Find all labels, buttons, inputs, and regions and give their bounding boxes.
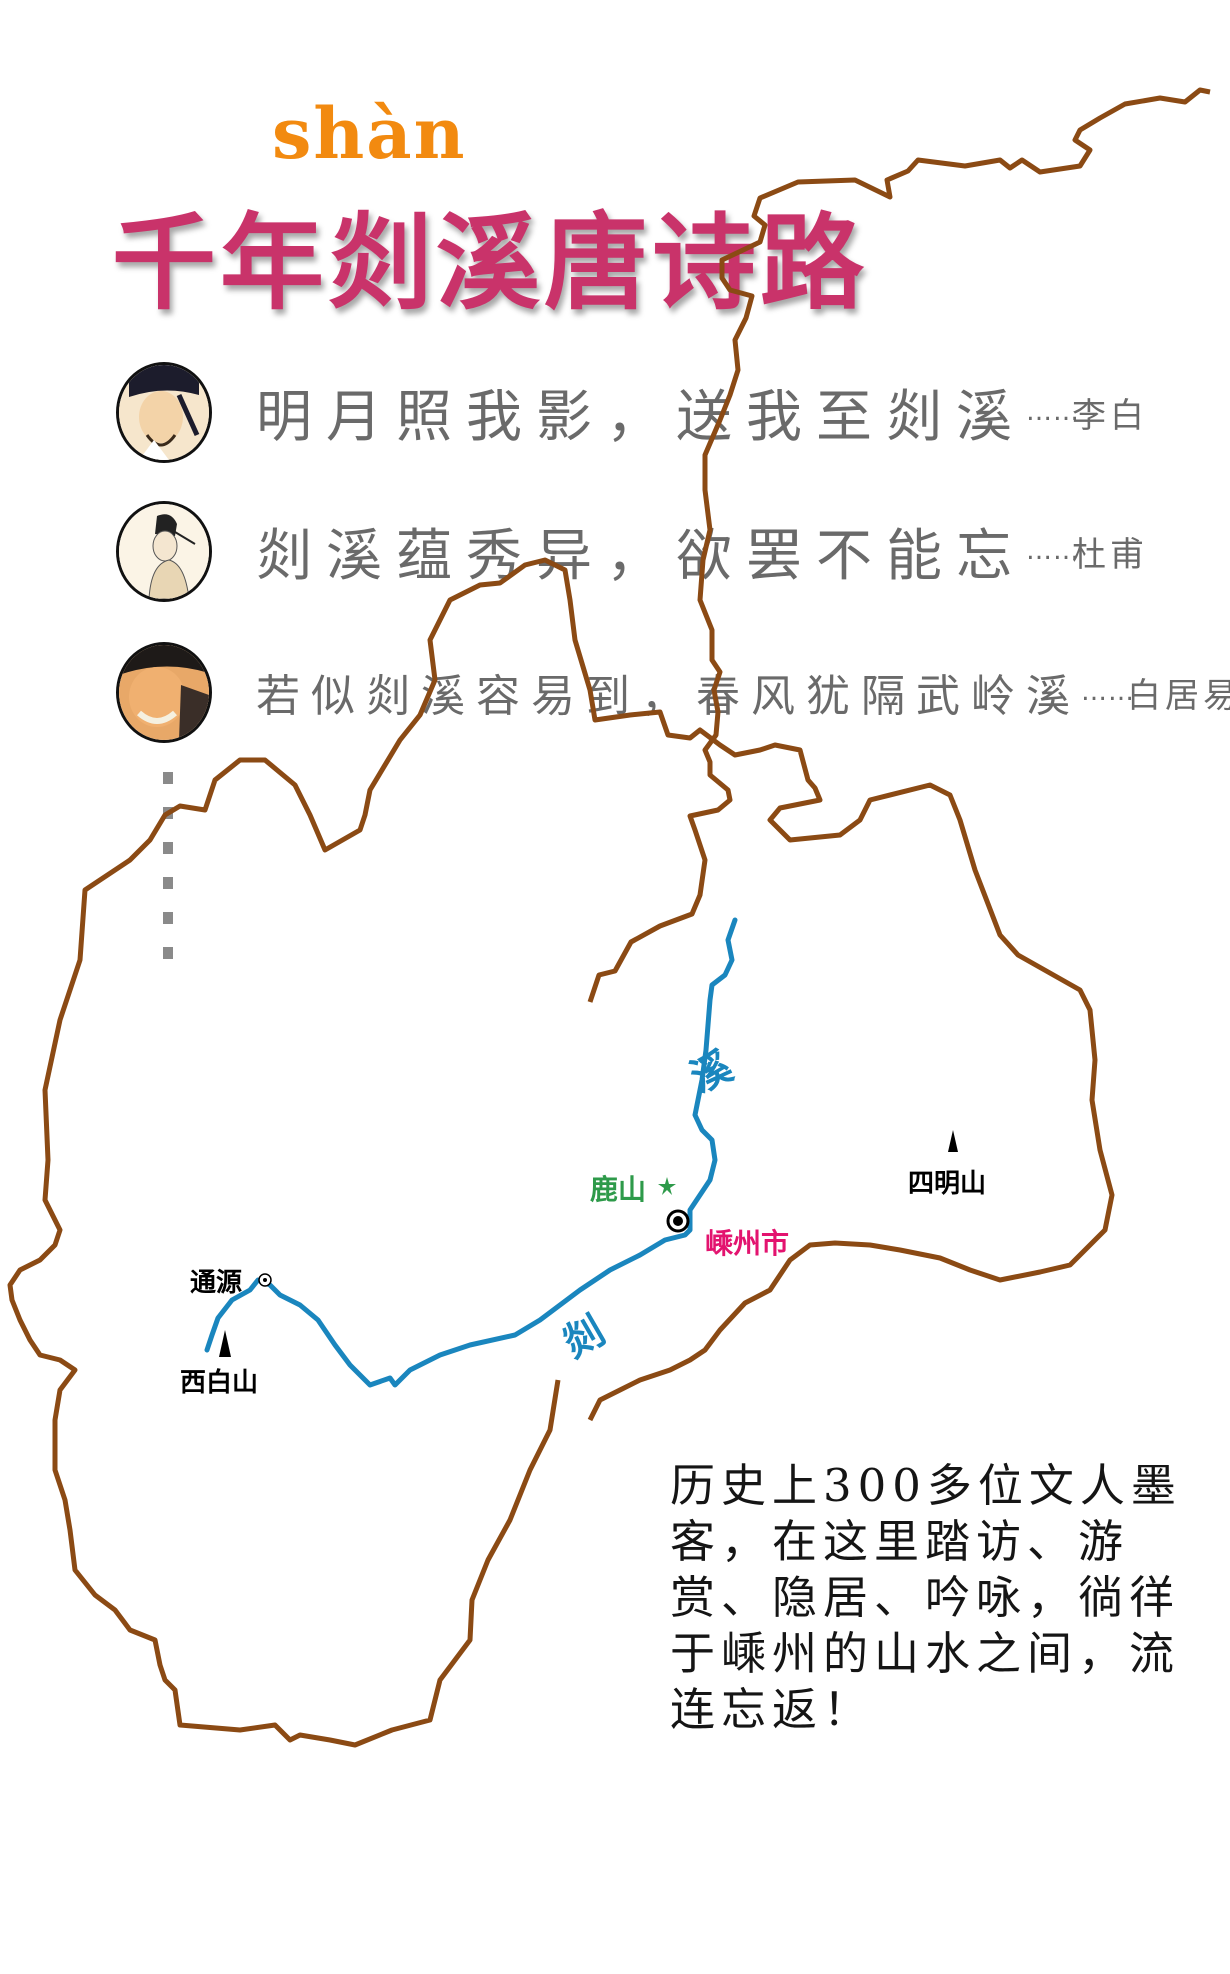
poem-author: 杜甫 bbox=[1072, 534, 1148, 575]
page-title: 千年剡溪唐诗路 bbox=[112, 202, 869, 324]
mountain-icon bbox=[219, 1330, 231, 1357]
place-label-shengzhou: 嵊州市 bbox=[705, 1227, 790, 1260]
map-border bbox=[587, 87, 1211, 1003]
place-label-xibaishan: 西白山 bbox=[180, 1368, 259, 1398]
poem-author: 白居易 bbox=[1127, 675, 1230, 716]
mountain-icon bbox=[948, 1130, 958, 1152]
poem-row-li-bai: 明月照我影，送我至剡溪 …… 李白 bbox=[116, 361, 1148, 463]
history-description: 历史上300多位文人墨客，在这里踏访、游赏、隐居、吟咏，徜徉于嵊州的山水之间，流… bbox=[670, 1459, 1182, 1736]
place-label-simingshan: 四明山 bbox=[908, 1169, 987, 1199]
poem-row-du-fu: 剡溪蕴秀异，欲罢不能忘 …… 杜甫 bbox=[116, 500, 1148, 602]
li-bai-portrait-icon bbox=[116, 361, 212, 463]
river-shanxi bbox=[204, 917, 738, 1388]
ellipsis: …… bbox=[1081, 677, 1135, 707]
map-border-outline bbox=[7, 557, 1115, 1748]
ellipsis: …… bbox=[1026, 536, 1080, 566]
poem-author: 李白 bbox=[1072, 395, 1148, 436]
poem-line: 剡溪蕴秀异，欲罢不能忘 bbox=[256, 523, 1026, 589]
ellipsis: …… bbox=[1026, 397, 1080, 427]
star-icon bbox=[658, 1177, 676, 1195]
title-pinyin: shàn bbox=[272, 92, 467, 175]
place-label-lushan: 鹿山 bbox=[590, 1173, 647, 1206]
place-label-tongyuan: 通源 bbox=[190, 1268, 243, 1298]
poem-line: 明月照我影，送我至剡溪 bbox=[256, 384, 1026, 450]
du-fu-portrait-icon bbox=[116, 500, 212, 602]
bai-juyi-portrait-icon bbox=[116, 641, 212, 743]
